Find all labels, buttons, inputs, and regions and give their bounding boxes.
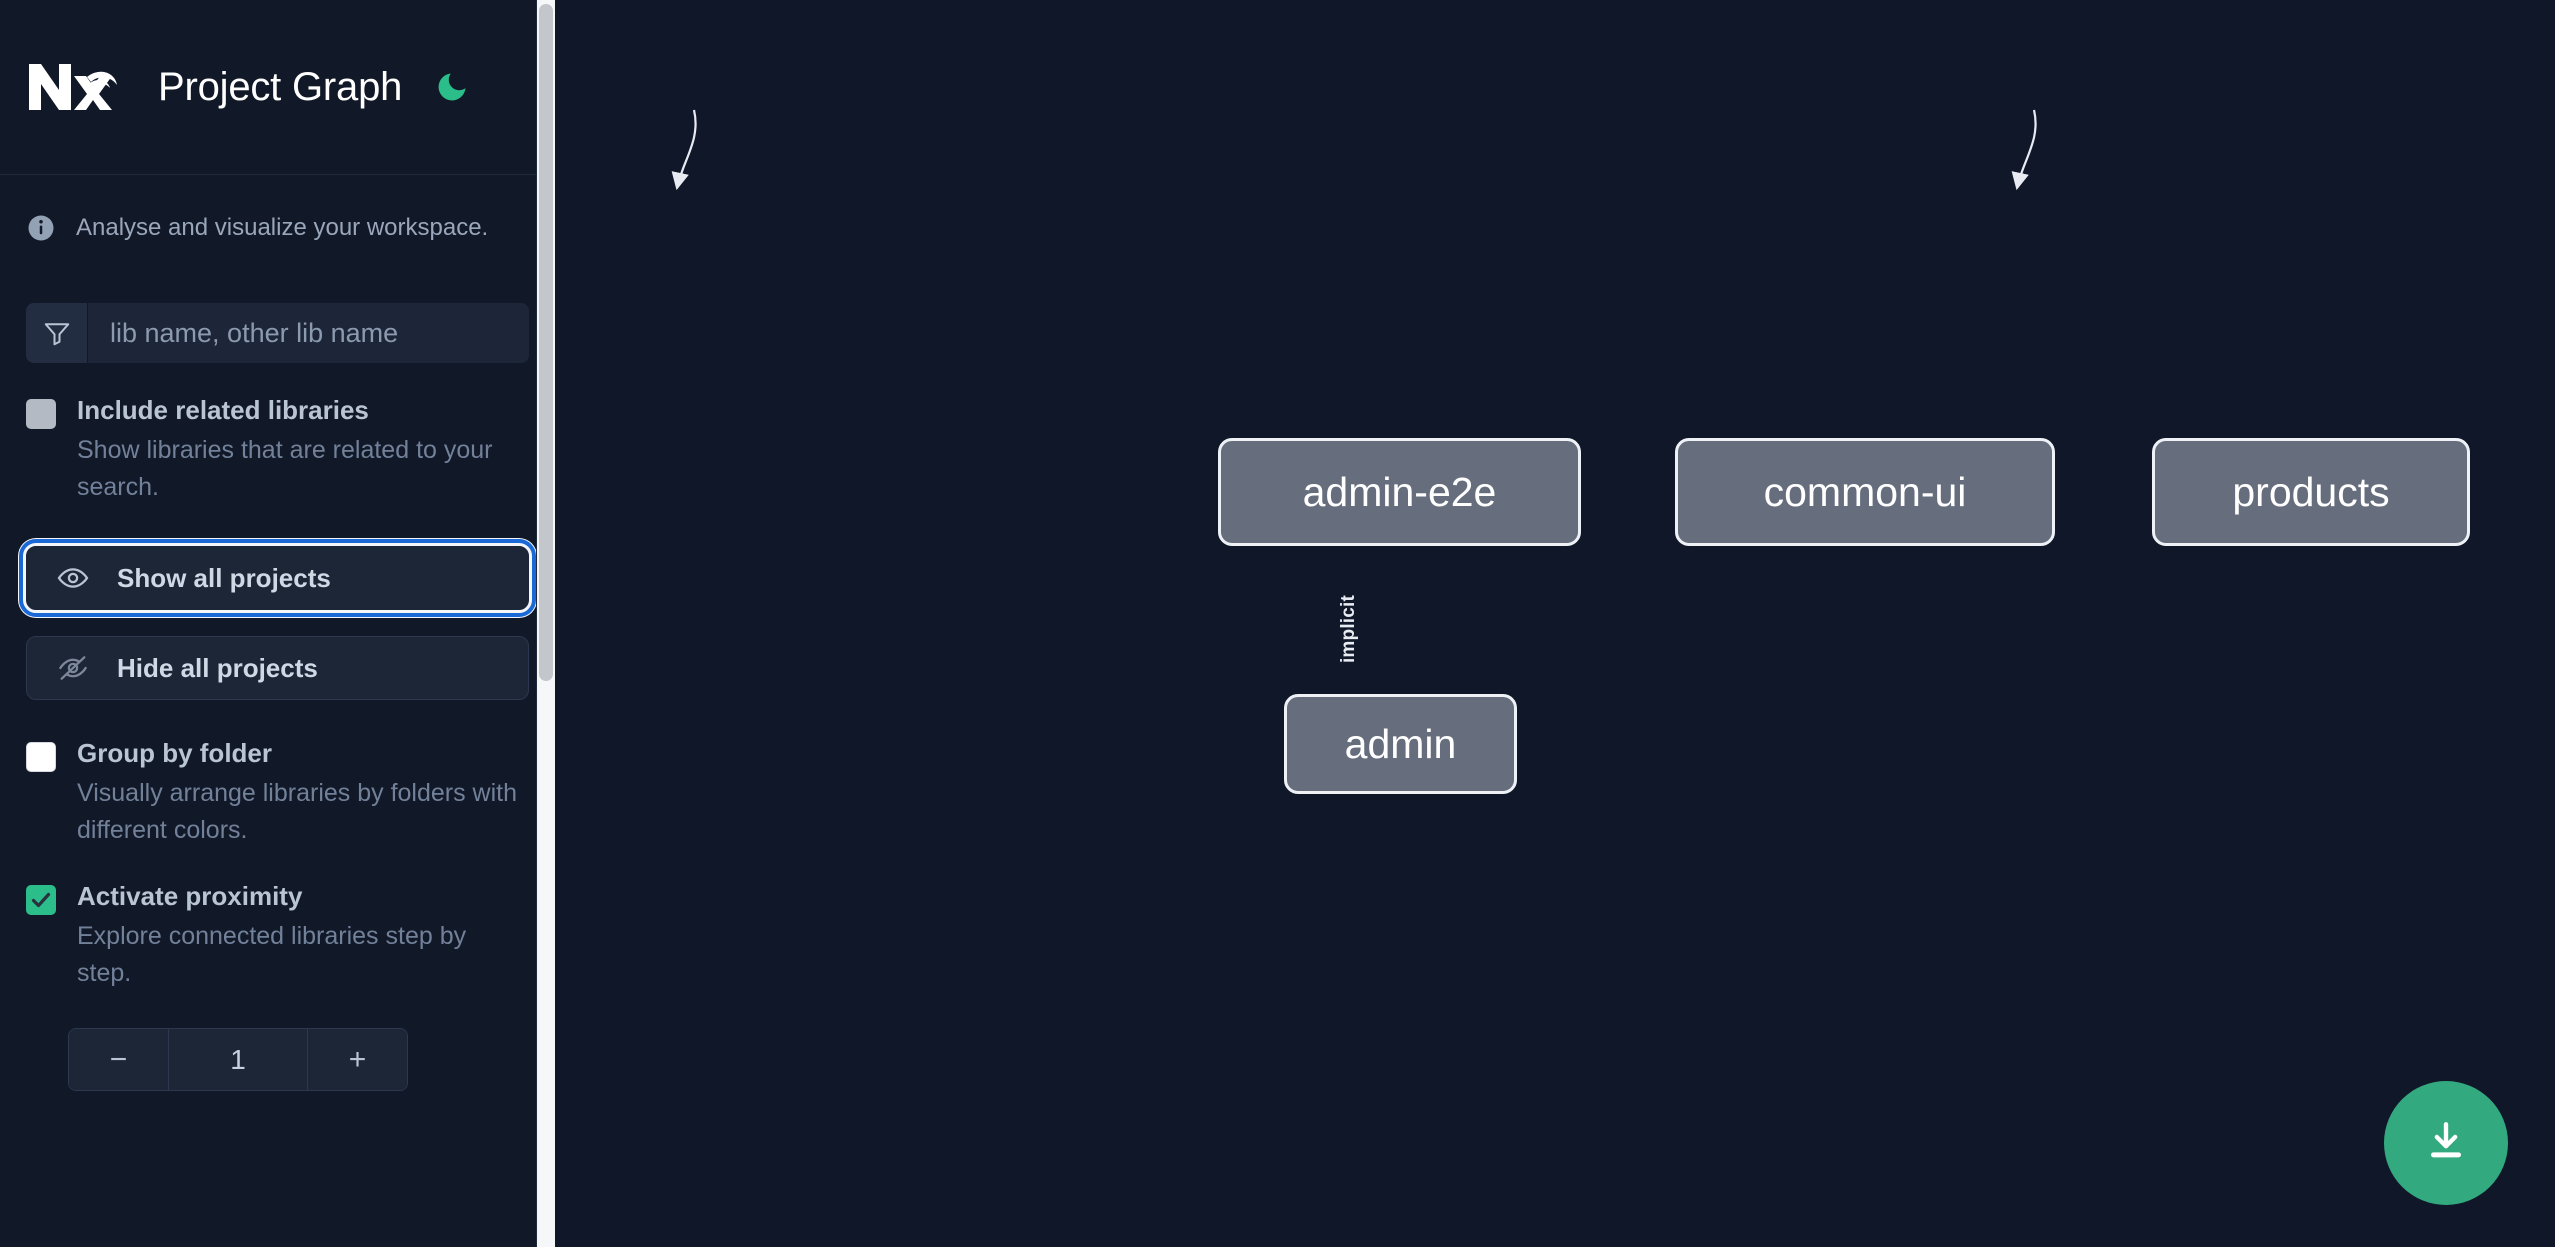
activate-proximity-description: Explore connected libraries step by step…	[77, 922, 467, 987]
group-by-folder-label: Group by folder	[77, 738, 272, 768]
show-all-projects-row: Show all projects	[0, 539, 555, 617]
sidebar-scrollbar[interactable]	[537, 0, 555, 1247]
graph-node-label: common-ui	[1763, 468, 1967, 515]
eye-icon	[57, 561, 91, 595]
graph-node-admin-e2e[interactable]: admin-e2e	[1218, 438, 1581, 546]
download-image-button[interactable]	[2384, 1081, 2508, 1205]
graph-node-products[interactable]: products	[2152, 438, 2470, 546]
include-related-libraries-label: Include related libraries	[77, 395, 369, 425]
search-box[interactable]	[26, 303, 529, 363]
option-group-by-folder: Group by folder Visually arrange librari…	[0, 738, 555, 849]
graph-edge-label-admin: implicit	[1338, 594, 1360, 664]
graph-edges	[671, 109, 2037, 191]
option-activate-proximity: Activate proximity Explore connected lib…	[0, 881, 555, 992]
include-related-libraries-description: Show libraries that are related to your …	[77, 436, 493, 501]
show-all-projects-button[interactable]: Show all projects	[19, 539, 536, 617]
nx-logo-icon	[26, 56, 126, 118]
graph-node-admin[interactable]: admin	[1284, 694, 1517, 794]
group-by-folder-description: Visually arrange libraries by folders wi…	[77, 779, 518, 844]
search-input[interactable]	[88, 303, 529, 363]
sidebar: Project Graph Analyse and visualize yo	[0, 0, 555, 1247]
activate-proximity-checkbox[interactable]	[26, 885, 56, 915]
sidebar-tagline: Analyse and visualize your workspace.	[0, 175, 555, 280]
info-circle-icon	[26, 213, 56, 243]
option-include-related-libraries: Include related libraries Show libraries…	[0, 395, 555, 506]
hide-all-projects-button[interactable]: Hide all projects	[26, 636, 529, 700]
hide-all-projects-label: Hide all projects	[117, 652, 318, 683]
eye-off-icon	[57, 651, 91, 685]
sidebar-tagline-text: Analyse and visualize your workspace.	[76, 213, 489, 241]
search-row	[0, 303, 555, 363]
moon-icon[interactable]	[430, 65, 474, 109]
include-related-libraries-checkbox[interactable]	[26, 399, 56, 429]
sidebar-divider	[536, 0, 537, 1247]
show-all-projects-label: Show all projects	[117, 562, 331, 593]
graph-node-label: admin-e2e	[1302, 468, 1497, 515]
graph-node-common-ui[interactable]: common-ui	[1675, 438, 2055, 546]
filter-funnel-icon[interactable]	[26, 303, 88, 363]
group-by-folder-checkbox[interactable]	[26, 742, 56, 772]
page-title: Project Graph	[158, 64, 403, 109]
proximity-increment-button[interactable]: +	[307, 1029, 407, 1090]
sidebar-header: Project Graph	[0, 0, 555, 175]
proximity-value: 1	[169, 1029, 307, 1090]
hide-all-projects-row: Hide all projects	[0, 636, 555, 700]
proximity-stepper: − 1 +	[68, 1028, 408, 1091]
download-icon	[2421, 1117, 2471, 1170]
activate-proximity-label: Activate proximity	[77, 881, 303, 911]
proximity-stepper-row: − 1 +	[0, 1028, 555, 1091]
proximity-decrement-button[interactable]: −	[69, 1029, 169, 1090]
graph-canvas[interactable]: admin-e2e common-ui products store-e2e a…	[555, 0, 2555, 1247]
graph-node-label: admin	[1344, 720, 1457, 767]
sidebar-scrollbar-thumb[interactable]	[539, 4, 553, 681]
graph-node-label: products	[2232, 468, 2390, 515]
